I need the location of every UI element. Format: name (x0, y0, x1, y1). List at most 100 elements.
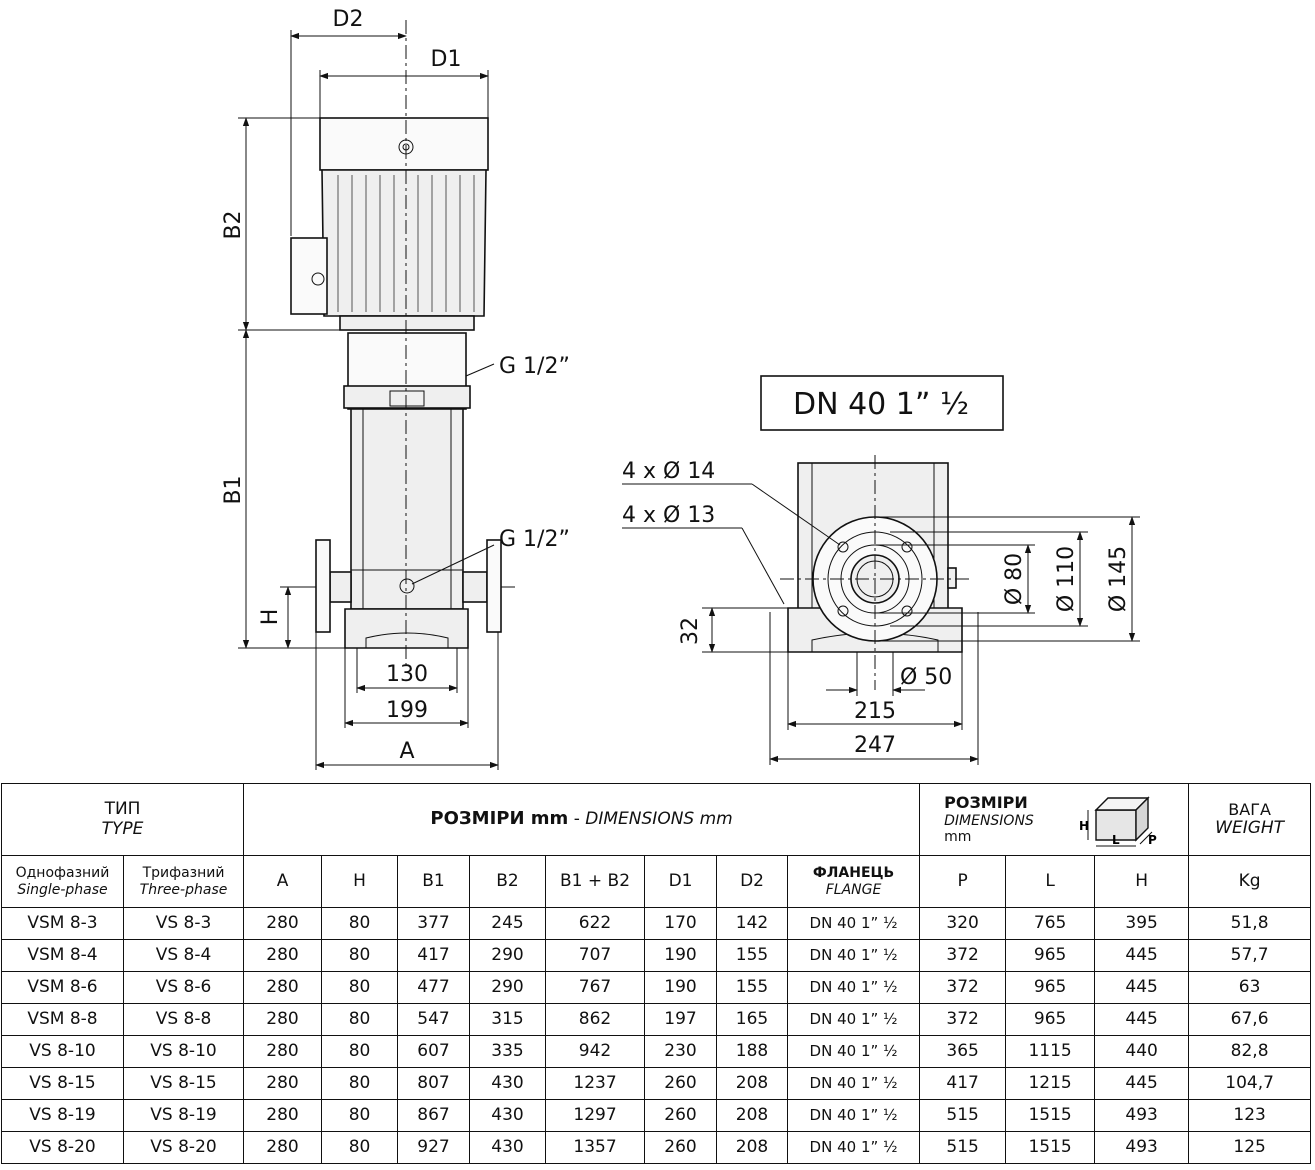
cell-hh: 493 (1094, 1099, 1190, 1132)
flange-view-dimensions: 4 x Ø 14 4 x Ø 13 32 Ø 80 Ø 110 Ø 145 Ø … (622, 459, 1140, 765)
cell-h: 80 (321, 907, 399, 940)
cell-p: 515 (919, 1131, 1007, 1164)
cell-h: 80 (321, 1003, 399, 1036)
cell-d1: 230 (644, 1035, 718, 1068)
cell-d1: 190 (644, 939, 718, 972)
cell-b2: 430 (469, 1067, 547, 1100)
flange-title: DN 40 1” ½ (793, 387, 969, 422)
cell-d2: 155 (716, 939, 789, 972)
header-col-l: L (1005, 855, 1096, 908)
cell-l: 965 (1005, 1003, 1096, 1036)
cell-kg: 82,8 (1188, 1035, 1312, 1068)
label-dia-50: Ø 50 (900, 665, 952, 690)
bolt-hole (901, 605, 913, 617)
svg-text:L: L (1112, 833, 1120, 847)
cell-d2: 165 (716, 1003, 789, 1036)
label-a: A (399, 739, 414, 764)
cell-h: 80 (321, 939, 399, 972)
cell-b2: 245 (469, 907, 547, 940)
cell-d1: 170 (644, 907, 718, 940)
cell-kg: 67,6 (1188, 1003, 1312, 1036)
cell-b1b2: 1357 (545, 1131, 646, 1164)
cell-b1: 477 (397, 971, 471, 1004)
cell-h: 80 (321, 971, 399, 1004)
label-b2: B2 (221, 210, 246, 239)
cell-b2: 430 (469, 1131, 547, 1164)
label-199: 199 (386, 698, 428, 723)
label-g-bottom: G 1/2” (499, 527, 570, 552)
header-col-d2: D2 (716, 855, 789, 908)
motor-cap (319, 117, 489, 171)
header-single-phase: Однофазний Single-phase (1, 855, 124, 908)
cell-kg: 125 (1188, 1131, 1312, 1164)
label-dia-145: Ø 145 (1106, 546, 1131, 612)
label-holes-14: 4 x Ø 14 (622, 459, 715, 484)
cell-b1: 607 (397, 1035, 471, 1068)
header-col-b2: B2 (469, 855, 547, 908)
cell-a: 280 (243, 971, 323, 1004)
cell-three-phase: VS 8-6 (122, 971, 245, 1004)
cell-b1b2: 862 (545, 1003, 646, 1036)
pump-dimension-drawing: D2 D1 B2 B1 H G 1/2” G 1/2” 130 199 (221, 7, 1140, 770)
cell-hh: 445 (1094, 1067, 1190, 1100)
cell-b1: 547 (397, 1003, 471, 1036)
flange-view: DN 40 1” ½ (760, 375, 1004, 690)
cell-b2: 290 (469, 939, 547, 972)
cell-b1: 927 (397, 1131, 471, 1164)
bolt-hole (901, 541, 913, 553)
cell-b1: 377 (397, 907, 471, 940)
cell-p: 365 (919, 1035, 1007, 1068)
cell-flange: DN 40 1” ½ (787, 1003, 921, 1036)
inlet-flange (315, 539, 331, 633)
cell-three-phase: VS 8-3 (122, 907, 245, 940)
cell-d2: 142 (716, 907, 789, 940)
cell-l: 965 (1005, 971, 1096, 1004)
cell-three-phase: VS 8-15 (122, 1067, 245, 1100)
header-col-flange: ФЛАНЕЦЬ FLANGE (787, 855, 921, 908)
label-247: 247 (854, 733, 896, 758)
label-h: H (258, 609, 283, 626)
header-three-phase: Трифазний Three-phase (122, 855, 245, 908)
cell-flange: DN 40 1” ½ (787, 1035, 921, 1068)
header-col-b1: B1 (397, 855, 471, 908)
cell-single-phase: VS 8-10 (1, 1035, 124, 1068)
cell-d1: 260 (644, 1067, 718, 1100)
label-d1: D1 (431, 47, 462, 72)
cell-d2: 208 (716, 1099, 789, 1132)
cell-kg: 104,7 (1188, 1067, 1312, 1100)
cell-single-phase: VSM 8-8 (1, 1003, 124, 1036)
inlet-pipe (329, 571, 352, 603)
header-dims-ua: РОЗМІРИ mm (430, 808, 569, 830)
terminal-box (290, 237, 328, 315)
cell-hh: 395 (1094, 907, 1190, 940)
cell-a: 280 (243, 1035, 323, 1068)
cell-h: 80 (321, 1035, 399, 1068)
cell-three-phase: VS 8-19 (122, 1099, 245, 1132)
header-type-ua: ТИП (104, 798, 141, 819)
cell-hh: 493 (1094, 1131, 1190, 1164)
label-130: 130 (386, 662, 428, 687)
header-weight-ua: ВАГА (1228, 799, 1271, 819)
cell-d1: 197 (644, 1003, 718, 1036)
cell-kg: 63 (1188, 971, 1312, 1004)
cell-kg: 57,7 (1188, 939, 1312, 972)
header-type-en: TYPE (101, 818, 144, 839)
cell-b1b2: 1297 (545, 1099, 646, 1132)
header-col-kg: Kg (1188, 855, 1312, 908)
cell-flange: DN 40 1” ½ (787, 907, 921, 940)
cell-b1b2: 942 (545, 1035, 646, 1068)
header-col-a: A (243, 855, 323, 908)
outlet-pipe (462, 571, 488, 603)
header-col-d1: D1 (644, 855, 718, 908)
header-dimensions: РОЗМІРИ mm - DIMENSIONS mm (243, 783, 921, 856)
label-dia-80: Ø 80 (1002, 553, 1027, 605)
cell-a: 280 (243, 1067, 323, 1100)
bolt-hole (837, 605, 849, 617)
specifications-table: ТИП TYPE РОЗМІРИ mm - DIMENSIONS mm РОЗМ… (0, 783, 1312, 1164)
header-pack-dimensions: РОЗМІРИ DIMENSIONS mm H L P (919, 783, 1190, 856)
